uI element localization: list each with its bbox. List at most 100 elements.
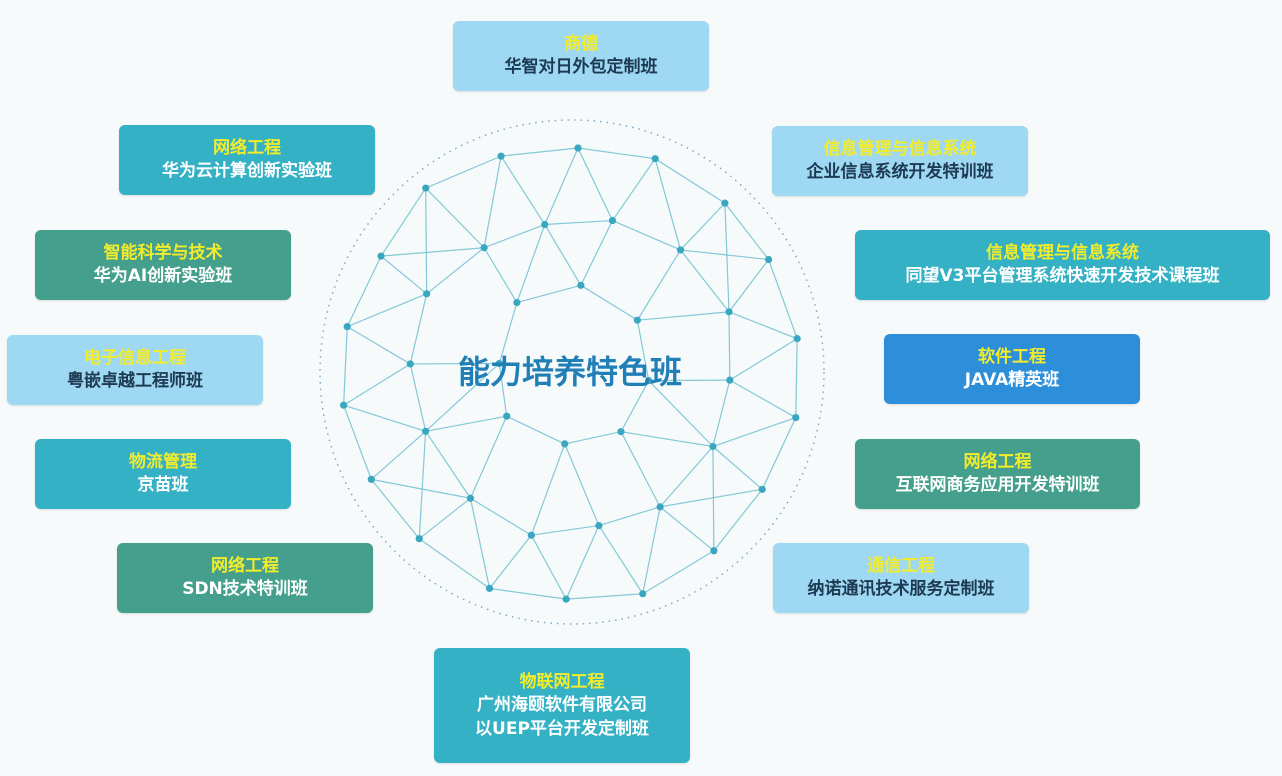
mesh-node-dot xyxy=(574,144,582,152)
mesh-line xyxy=(343,326,348,406)
mesh-line xyxy=(612,220,681,251)
node-right-4: 网络工程 互联网商务应用开发特训班 xyxy=(855,439,1140,509)
mesh-line xyxy=(680,249,730,313)
mesh-line xyxy=(564,431,622,445)
mesh-line xyxy=(565,525,600,600)
mesh-node-dot xyxy=(793,335,801,343)
node-left-1-name: 华为云计算创新实验班 xyxy=(162,161,332,181)
mesh-line xyxy=(516,224,546,303)
mesh-line xyxy=(500,155,546,225)
mesh-line xyxy=(712,416,796,448)
mesh-node-dot xyxy=(645,377,653,385)
node-left-5-name: SDN技术特训班 xyxy=(182,579,308,599)
mesh-line xyxy=(489,534,532,589)
mesh-node-dot xyxy=(422,427,430,435)
mesh-line xyxy=(577,147,614,221)
mesh-node-dot xyxy=(423,290,431,298)
mesh-line xyxy=(637,311,730,321)
mesh-line xyxy=(380,255,428,295)
node-left-5-major: 网络工程 xyxy=(211,556,279,576)
mesh-line xyxy=(425,188,428,294)
mesh-line xyxy=(470,497,532,536)
mesh-line xyxy=(380,247,485,257)
node-right-5: 通信工程 纳诺通讯技术服务定制班 xyxy=(773,543,1029,613)
mesh-node-dot xyxy=(721,199,729,207)
mesh-node-dot xyxy=(497,152,505,160)
mesh-line xyxy=(483,223,545,249)
node-left-3-major: 电子信息工程 xyxy=(84,348,186,368)
mesh-line xyxy=(724,203,730,312)
mesh-line xyxy=(795,338,798,418)
mesh-line xyxy=(425,155,502,189)
mesh-node-dot xyxy=(406,360,414,368)
mesh-node-dot xyxy=(577,281,585,289)
mesh-line xyxy=(768,259,798,339)
mesh-line xyxy=(418,497,471,540)
node-right-1-major: 信息管理与信息系统 xyxy=(823,139,977,159)
mesh-node-dot xyxy=(633,316,641,324)
mesh-line xyxy=(636,249,682,321)
mesh-node-dot xyxy=(340,401,348,409)
mesh-node-dot xyxy=(513,298,521,307)
node-left-2: 智能科学与技术 华为AI创新实验班 xyxy=(35,230,291,300)
mesh-line xyxy=(729,379,797,419)
node-left-3: 电子信息工程 粤嵌卓越工程师班 xyxy=(7,335,263,405)
mesh-node-dot xyxy=(377,252,385,260)
mesh-line xyxy=(564,443,600,526)
mesh-node-dot xyxy=(725,308,733,316)
mesh-line xyxy=(659,446,714,508)
node-left-2-major: 智能科学与技术 xyxy=(103,243,223,263)
mesh-line xyxy=(498,363,508,417)
mesh-line xyxy=(544,147,579,225)
mesh-node-dot xyxy=(561,440,569,448)
mesh-node-dot xyxy=(792,413,800,422)
mesh-line xyxy=(620,431,661,508)
mesh-line xyxy=(370,478,420,540)
mesh-line xyxy=(418,431,427,539)
mesh-line xyxy=(498,302,518,364)
node-left-5: 网络工程 SDN技术特训班 xyxy=(117,543,373,613)
mesh-line xyxy=(654,158,726,204)
mesh-node-dot xyxy=(562,595,570,603)
mesh-node-dot xyxy=(710,547,718,555)
mesh-line xyxy=(516,284,582,304)
node-right-1-name: 企业信息系统开发特训班 xyxy=(806,162,994,182)
node-right-1: 信息管理与信息系统 企业信息系统开发特训班 xyxy=(772,126,1028,196)
mesh-node-dot xyxy=(480,244,488,252)
mesh-node-dot xyxy=(367,475,375,483)
mesh-node-dot xyxy=(415,535,423,543)
node-bottom: 物联网工程 广州海颐软件有限公司 以UEP平台开发定制班 xyxy=(434,648,690,763)
node-right-5-major: 通信工程 xyxy=(867,556,935,576)
node-right-4-name: 互联网商务应用开发特训班 xyxy=(895,475,1100,495)
node-right-5-name: 纳诺通讯技术服务定制班 xyxy=(807,579,995,599)
mesh-node-dot xyxy=(503,412,511,420)
node-top: 商德 华智对日外包定制班 xyxy=(453,21,709,91)
mesh-line xyxy=(611,158,656,221)
mesh-line xyxy=(343,404,372,480)
mesh-line xyxy=(489,587,567,600)
mesh-node-dot xyxy=(709,442,717,451)
mesh-line xyxy=(343,404,426,432)
node-left-4: 物流管理 京苗班 xyxy=(35,439,291,509)
mesh-line xyxy=(680,249,769,261)
mesh-line xyxy=(577,147,656,160)
mesh-line xyxy=(712,380,731,447)
mesh-line xyxy=(371,478,471,499)
node-right-2-major: 信息管理与信息系统 xyxy=(986,243,1139,263)
mesh-line xyxy=(761,417,797,490)
node-left-4-major: 物流管理 xyxy=(129,452,197,472)
mesh-line xyxy=(501,147,579,157)
mesh-line xyxy=(712,446,715,551)
mesh-line xyxy=(580,284,638,321)
mesh-line xyxy=(425,430,471,499)
node-right-2-name: 同望V3平台管理系统快速开发技术课程班 xyxy=(905,266,1220,286)
mesh-node-dot xyxy=(343,323,351,331)
mesh-line xyxy=(713,488,763,552)
mesh-node-dot xyxy=(485,584,494,592)
mesh-line xyxy=(659,506,715,552)
mesh-line xyxy=(712,446,763,490)
mesh-line xyxy=(648,380,714,447)
node-left-2-name: 华为AI创新实验班 xyxy=(93,266,233,286)
